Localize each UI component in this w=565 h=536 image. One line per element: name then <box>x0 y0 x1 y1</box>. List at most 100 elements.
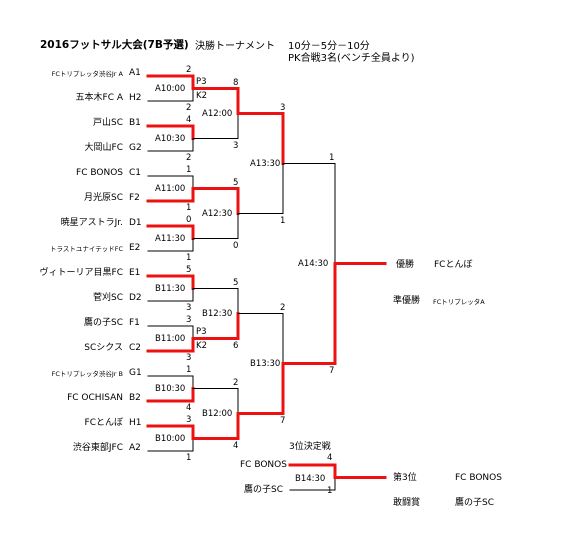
r1-match-time: A10:30 <box>155 133 186 144</box>
r2-score-top: 5 <box>233 277 239 288</box>
r1-score-top: 3 <box>186 415 192 425</box>
r3-score-bottom: 7 <box>280 415 286 426</box>
r1-score-bottom: 1 <box>186 253 192 263</box>
team-name: 月光原SC <box>84 193 123 203</box>
final-score-bottom: 7 <box>329 365 335 376</box>
team-name: FCトリプレッタ渋谷Jr B <box>51 370 123 378</box>
r2-match-time: A12:30 <box>202 208 233 219</box>
team-code: F2 <box>129 193 140 203</box>
team-code: G2 <box>129 143 142 153</box>
team-name: 鷹の子SC <box>84 318 123 328</box>
r2-score-top: 5 <box>233 177 239 188</box>
team-name: FCトリプレッタ渋谷Jr A <box>51 70 123 78</box>
third-place-team: FC BONOS <box>455 473 502 483</box>
team-code: F1 <box>129 318 140 328</box>
third-place-score-bottom: 1 <box>327 486 333 496</box>
team-code: D2 <box>129 293 142 303</box>
r1-score-bottom: 2 <box>186 103 192 113</box>
team-code: A2 <box>129 443 141 453</box>
r2-match-time: B12:30 <box>202 308 233 319</box>
team-name: 大岡山FC <box>84 143 123 153</box>
stage-label: 決勝トーナメント <box>195 41 275 52</box>
winner-team: FCとんぼ <box>434 260 473 270</box>
r1-match-time: B10:00 <box>155 433 186 444</box>
r1-pk-note-bottom: K2 <box>196 90 207 101</box>
r1-match-time: A11:30 <box>155 233 186 244</box>
team-code: C1 <box>129 168 142 178</box>
team-name: ヴィトーリア目黒FC <box>39 268 123 278</box>
r1-match-time: A10:00 <box>155 83 186 94</box>
page-title: 2016フットサル大会(7B予選) <box>40 39 189 51</box>
third-place-team-top: FC BONOS <box>240 460 287 470</box>
runner-up-label: 準優勝 <box>393 296 421 306</box>
team-name: 暁星アストラJr. <box>60 218 123 228</box>
format-line-1: 10分－5分－10分 <box>288 41 370 52</box>
third-place-match-time: B14:30 <box>295 474 326 484</box>
team-code: B1 <box>129 118 141 128</box>
r1-score-top: 4 <box>186 115 192 125</box>
r2-score-top: 8 <box>233 77 239 88</box>
team-name: SCシクス <box>84 343 123 353</box>
r3-score-bottom: 1 <box>280 215 286 226</box>
final-score-top: 1 <box>329 152 335 163</box>
r1-score-bottom: 3 <box>186 353 192 363</box>
third-place-team-bottom: 鷹の子SC <box>244 485 283 495</box>
team-name: 菅刈SC <box>93 293 123 303</box>
r1-score-bottom: 1 <box>186 453 192 463</box>
r1-score-top: 2 <box>186 65 192 75</box>
team-name: FCとんぼ <box>84 418 123 428</box>
team-code: C2 <box>129 343 142 353</box>
fighting-spirit-label: 敢闘賞 <box>393 498 421 508</box>
team-code: H2 <box>129 93 142 103</box>
third-place-score-top: 4 <box>327 453 333 463</box>
fighting-spirit-team: 鷹の子SC <box>455 498 494 508</box>
r1-score-top: 0 <box>186 215 192 225</box>
r2-score-bottom: 3 <box>233 140 239 151</box>
r1-pk-note-top: P3 <box>196 326 207 337</box>
team-name: トラストユナイテッドFC <box>49 245 123 253</box>
r2-match-time: A12:00 <box>202 108 233 119</box>
r3-match-time: A13:30 <box>250 158 281 169</box>
team-code: E1 <box>129 268 141 278</box>
r1-score-bottom: 1 <box>186 203 192 213</box>
team-code: G1 <box>129 368 142 378</box>
final-match-time: A14:30 <box>298 258 329 269</box>
r1-score-bottom: 4 <box>186 403 192 413</box>
r1-pk-note-bottom: K2 <box>196 340 207 351</box>
r2-match-time: B12:00 <box>202 408 233 419</box>
team-code: B2 <box>129 393 141 403</box>
team-code: D1 <box>129 218 142 228</box>
team-name: 渋谷東部JFC <box>72 443 123 453</box>
r1-pk-note-top: P3 <box>196 76 207 87</box>
r3-score-top: 2 <box>280 302 286 313</box>
r2-score-bottom: 6 <box>233 340 239 351</box>
team-code: E2 <box>129 243 141 253</box>
r1-score-top: 1 <box>186 365 192 375</box>
r1-score-bottom: 2 <box>186 153 192 163</box>
team-code: H1 <box>129 418 142 428</box>
r1-match-time: B10:30 <box>155 383 186 394</box>
team-name: 五本木FC A <box>75 93 123 103</box>
format-line-2: PK合戦3名(ベンチ全員より) <box>288 53 415 64</box>
r3-score-top: 3 <box>280 102 286 113</box>
third-place-label: 第3位 <box>393 473 417 483</box>
team-code: A1 <box>129 68 141 78</box>
r2-score-top: 2 <box>233 377 239 388</box>
winner-label: 優勝 <box>396 260 415 270</box>
r2-score-bottom: 4 <box>233 440 239 451</box>
r1-score-top: 5 <box>186 265 192 275</box>
team-name: FC BONOS <box>76 168 123 178</box>
r3-match-time: B13:30 <box>250 358 281 369</box>
runner-up-team: FCトリプレッタA <box>433 298 485 306</box>
team-name: FC OCHISAN <box>67 393 123 403</box>
third-place-heading: 3位決定戦 <box>289 442 331 452</box>
team-name: 戸山SC <box>93 118 123 128</box>
r1-match-time: B11:00 <box>155 333 186 344</box>
r1-match-time: A11:00 <box>155 183 186 194</box>
r1-score-top: 3 <box>186 315 192 325</box>
r1-score-top: 1 <box>186 165 192 175</box>
r1-score-bottom: 3 <box>186 303 192 313</box>
r2-score-bottom: 0 <box>233 240 239 251</box>
